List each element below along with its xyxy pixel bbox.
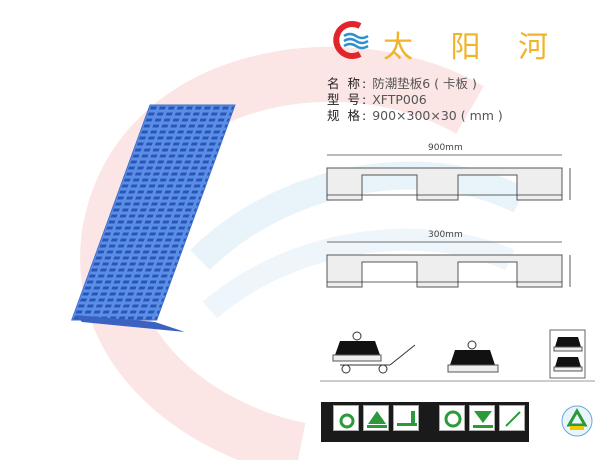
spec-name: 名 称:防潮垫板6 ( 卡板 ) [327,73,477,92]
usage-illustrations [320,329,595,382]
usage-icons-strip [321,402,529,442]
sun-gear-icon [439,405,465,431]
pallet-width-diagram [326,241,571,288]
spec-key: 名 称: [327,76,369,91]
brand-name: 太 阳 河 [383,30,563,65]
cleaning-icon [499,405,525,431]
spec-key: 型 号: [327,92,369,107]
pallet-product-image [71,104,236,332]
load-up-icon [363,405,389,431]
load-down-icon [469,405,495,431]
width-label: 300mm [428,230,463,240]
length-label: 900mm [428,143,463,153]
forklift-icon [393,405,419,431]
spec-value: 900×300×30 ( mm ) [372,108,503,123]
recycle-certification-icon [561,405,593,437]
pallet-length-diagram [326,154,571,201]
brand-logo-icon [333,21,369,59]
spec-size: 规 格:900×300×30 ( mm ) [327,105,503,124]
spec-key: 规 格: [327,108,369,123]
spec-value: 防潮垫板6 ( 卡板 ) [372,76,477,91]
gear-icon [333,405,359,431]
spec-value: XFTP006 [372,92,427,107]
spec-model: 型 号:XFTP006 [327,89,427,108]
